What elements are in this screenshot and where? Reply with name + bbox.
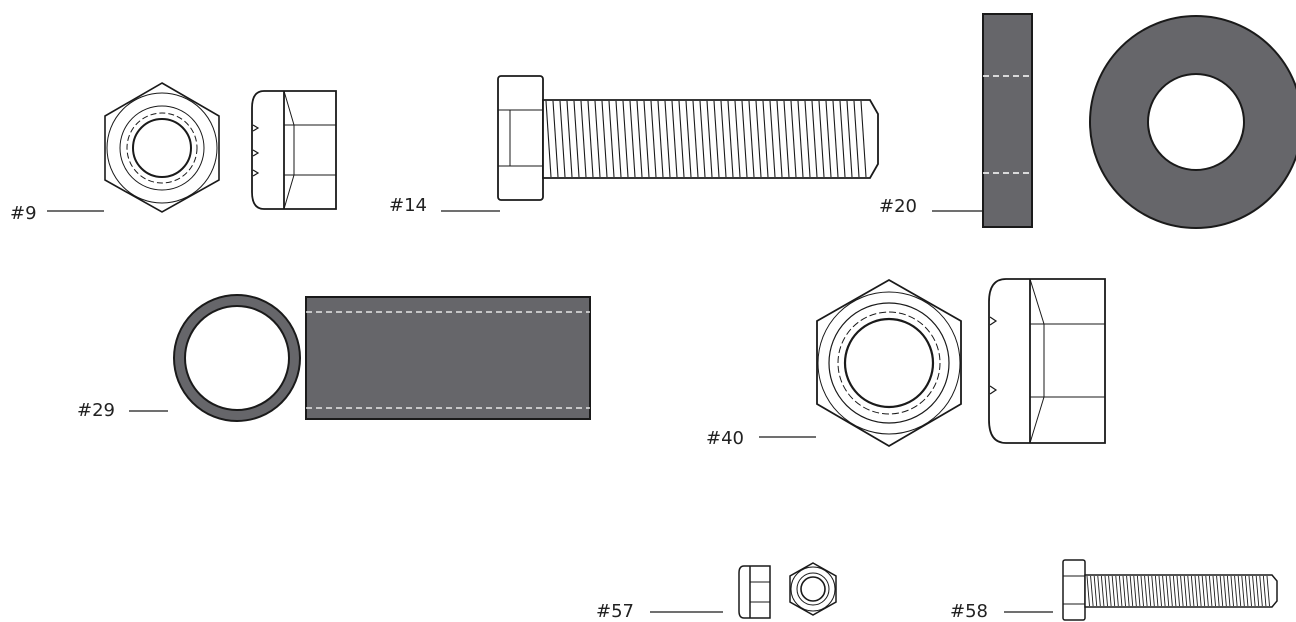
part-14-label: #14 (389, 195, 427, 216)
part-29: #29 (77, 294, 591, 422)
part-20: #20 (879, 13, 1296, 229)
part-58-threads (1086, 575, 1270, 607)
part-9-label: #9 (10, 203, 37, 224)
part-20-label: #20 (879, 196, 917, 217)
part-9-side-view (251, 90, 337, 210)
part-57: #57 (596, 562, 837, 622)
part-14-threads (545, 100, 867, 178)
part-14-bolt-shank (542, 99, 879, 179)
part-58-bolt-head (1062, 559, 1086, 621)
part-29-label: #29 (77, 400, 115, 421)
part-57-label: #57 (596, 601, 634, 622)
part-58: #58 (950, 559, 1278, 622)
part-20-front-view (1089, 15, 1296, 229)
part-14-bolt-head (497, 75, 544, 201)
part-9: #9 (10, 82, 337, 224)
part-40-side-view (988, 278, 1106, 444)
part-57-front-view (789, 562, 837, 616)
part-40-label: #40 (706, 428, 744, 449)
part-9-front-view (104, 82, 220, 213)
part-14: #14 (389, 75, 879, 216)
part-58-label: #58 (950, 601, 988, 622)
part-58-bolt-shank (1084, 574, 1278, 608)
part-29-side-view (305, 296, 591, 420)
part-29-end-view (173, 294, 301, 422)
part-40-front-view (816, 278, 962, 448)
part-20-side-view (982, 13, 1033, 228)
part-57-side-view (738, 565, 771, 619)
part-40: #40 (706, 278, 1106, 449)
